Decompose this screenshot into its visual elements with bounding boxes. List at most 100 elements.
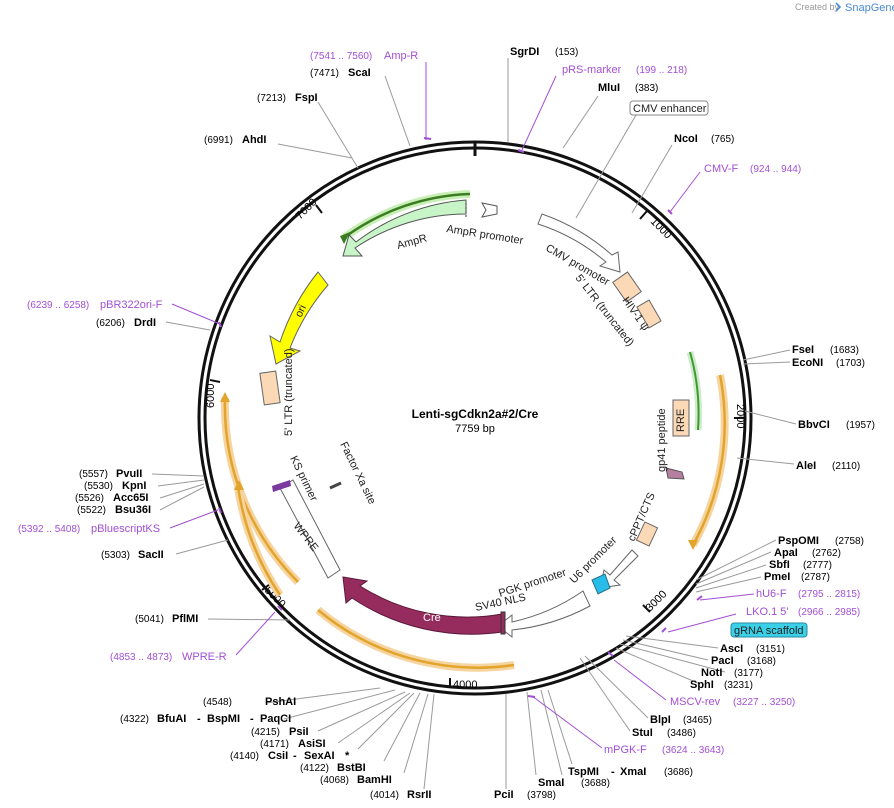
enzyme-labels: SgrDI (153) MluI (383) NcoI (765) FseI (… bbox=[75, 46, 875, 801]
enzyme-name: AsiSI bbox=[298, 738, 326, 750]
ltr-right-feature bbox=[612, 271, 642, 303]
enzyme-name: Acc65I bbox=[113, 492, 148, 504]
enzyme-pos: (3168) bbox=[747, 656, 776, 667]
enzyme-sep: - bbox=[293, 750, 297, 762]
ori-feature bbox=[269, 271, 329, 365]
enzyme-name: TspMI bbox=[568, 766, 599, 778]
plasmid-name: Lenti-sgCdkn2a#2/Cre bbox=[412, 407, 539, 421]
enzyme-pos: (6206) bbox=[96, 318, 125, 329]
feature-labels: CMV enhancer gRNA scaffold CMV promoter … bbox=[283, 100, 808, 638]
enzyme-name: SbfI bbox=[769, 559, 790, 571]
enzyme-name: BfuAI bbox=[157, 713, 186, 725]
factor-xa-label: Factor Xa site bbox=[337, 440, 378, 506]
enzyme-name: SphI bbox=[690, 679, 714, 691]
enzyme-pos: (3177) bbox=[734, 668, 763, 679]
enzyme-pos: (3465) bbox=[683, 715, 712, 726]
primer-range: (2795 .. 2815) bbox=[798, 589, 860, 600]
primer-name: pRS-marker bbox=[562, 64, 622, 76]
tick-1000: 1000 bbox=[648, 216, 674, 242]
gp41-feature bbox=[665, 467, 685, 480]
orf-arrow-head-3 bbox=[234, 480, 244, 490]
enzyme-name: SacII bbox=[138, 549, 164, 561]
cppt-feature bbox=[635, 521, 659, 547]
enzyme-name: BamHI bbox=[357, 774, 392, 786]
ampr-orf bbox=[344, 192, 471, 239]
primer-name: Amp-R bbox=[384, 50, 418, 62]
enzyme-sep: - bbox=[250, 713, 254, 725]
enzyme-name: PsiI bbox=[289, 726, 309, 738]
enzyme-name: DrdI bbox=[134, 317, 156, 329]
enzyme-name: PvuII bbox=[116, 468, 142, 480]
credit-text: Created by bbox=[795, 2, 840, 12]
enzyme-pos: (1703) bbox=[836, 358, 865, 369]
factor-xa-feature bbox=[329, 481, 342, 490]
leader-lines bbox=[151, 58, 797, 790]
rre-arc bbox=[689, 351, 700, 431]
enzyme-name: NotI bbox=[701, 667, 722, 679]
enzyme-pos: (2758) bbox=[835, 536, 864, 547]
tick-marks bbox=[209, 204, 744, 688]
enzyme-pos: (3686) bbox=[664, 767, 693, 778]
enzyme-name: StuI bbox=[632, 727, 653, 739]
primer-name: MSCV-rev bbox=[670, 696, 721, 708]
tick-2000: 2000 bbox=[734, 404, 746, 428]
ampr-promoter-label: AmpR promoter bbox=[446, 223, 525, 247]
enzyme-pos: (4014) bbox=[370, 790, 399, 801]
cre-label: Cre bbox=[423, 612, 441, 624]
ampr-orf-head bbox=[340, 232, 350, 244]
enzyme-pos: (4140) bbox=[230, 751, 259, 762]
enzyme-name: PaqCI bbox=[260, 713, 291, 725]
enzyme-pos: (4068) bbox=[320, 775, 349, 786]
enzyme-name: Bsu36I bbox=[115, 504, 151, 516]
primer-range: (7541 .. 7560) bbox=[310, 51, 372, 62]
enzyme-name: BstBI bbox=[337, 762, 366, 774]
enzyme-pos: (2110) bbox=[832, 461, 860, 472]
grna-scaffold-label: gRNA scaffold bbox=[734, 625, 804, 637]
enzyme-pos: (5557) bbox=[79, 469, 108, 480]
enzyme-pos: (5526) bbox=[75, 493, 104, 504]
ltr-left-label: 5' LTR (truncated) bbox=[283, 349, 295, 436]
enzyme-pos: (7471) bbox=[310, 68, 339, 79]
enzyme-sep: - bbox=[611, 766, 615, 778]
enzyme-name: PshAI bbox=[265, 696, 296, 708]
enzyme-name: BspMI bbox=[207, 713, 240, 725]
enzyme-pos: (4322) bbox=[120, 714, 149, 725]
cmv-promoter-feature bbox=[537, 213, 621, 273]
primer-marks bbox=[218, 137, 703, 698]
enzyme-name: PacI bbox=[711, 655, 734, 667]
ori-label: ori bbox=[293, 303, 309, 319]
enzyme-pos: (4548) bbox=[203, 697, 232, 708]
enzyme-pos: (765) bbox=[711, 134, 734, 145]
enzyme-name: NcoI bbox=[674, 133, 698, 145]
enzyme-pos: (5530) bbox=[84, 481, 113, 492]
enzyme-name: FseI bbox=[792, 344, 814, 356]
enzyme-name: XmaI bbox=[620, 766, 646, 778]
ampr-label: AmpR bbox=[396, 232, 429, 252]
rre-feature bbox=[672, 399, 690, 437]
enzyme-name: AleI bbox=[796, 460, 816, 472]
primer-range: (3624 .. 3643) bbox=[662, 745, 724, 756]
cre-feature bbox=[342, 576, 503, 635]
enzyme-name: SgrDI bbox=[510, 46, 539, 58]
primer-range: (4853 .. 4873) bbox=[110, 652, 172, 663]
enzyme-pos: (4215) bbox=[251, 727, 280, 738]
enzyme-name: CsiI bbox=[268, 750, 288, 762]
cmv-enhancer-label: CMV enhancer bbox=[633, 103, 707, 115]
snapgene-logo bbox=[835, 2, 842, 12]
enzyme-pos: (7213) bbox=[257, 93, 286, 104]
tick-4000: 4000 bbox=[453, 679, 477, 691]
primer-range: (2966 .. 2985) bbox=[798, 607, 860, 618]
enzyme-name: SmaI bbox=[538, 777, 564, 789]
enzyme-name: AhdI bbox=[242, 134, 266, 146]
primer-name: LKO.1 5' bbox=[746, 606, 788, 618]
enzyme-pos: (2762) bbox=[812, 548, 841, 559]
plasmid-size: 7759 bp bbox=[455, 423, 495, 435]
enzyme-pos: (3151) bbox=[756, 644, 785, 655]
enzyme-name: ScaI bbox=[348, 67, 371, 79]
enzyme-pos: (4122) bbox=[300, 763, 329, 774]
enzyme-name: KpnI bbox=[122, 480, 146, 492]
u6-promoter-outline bbox=[599, 549, 639, 589]
gp41-label: gp41 peptide bbox=[656, 408, 668, 472]
enzyme-pos: (3688) bbox=[581, 778, 610, 789]
enzyme-name: PmeI bbox=[764, 571, 790, 583]
